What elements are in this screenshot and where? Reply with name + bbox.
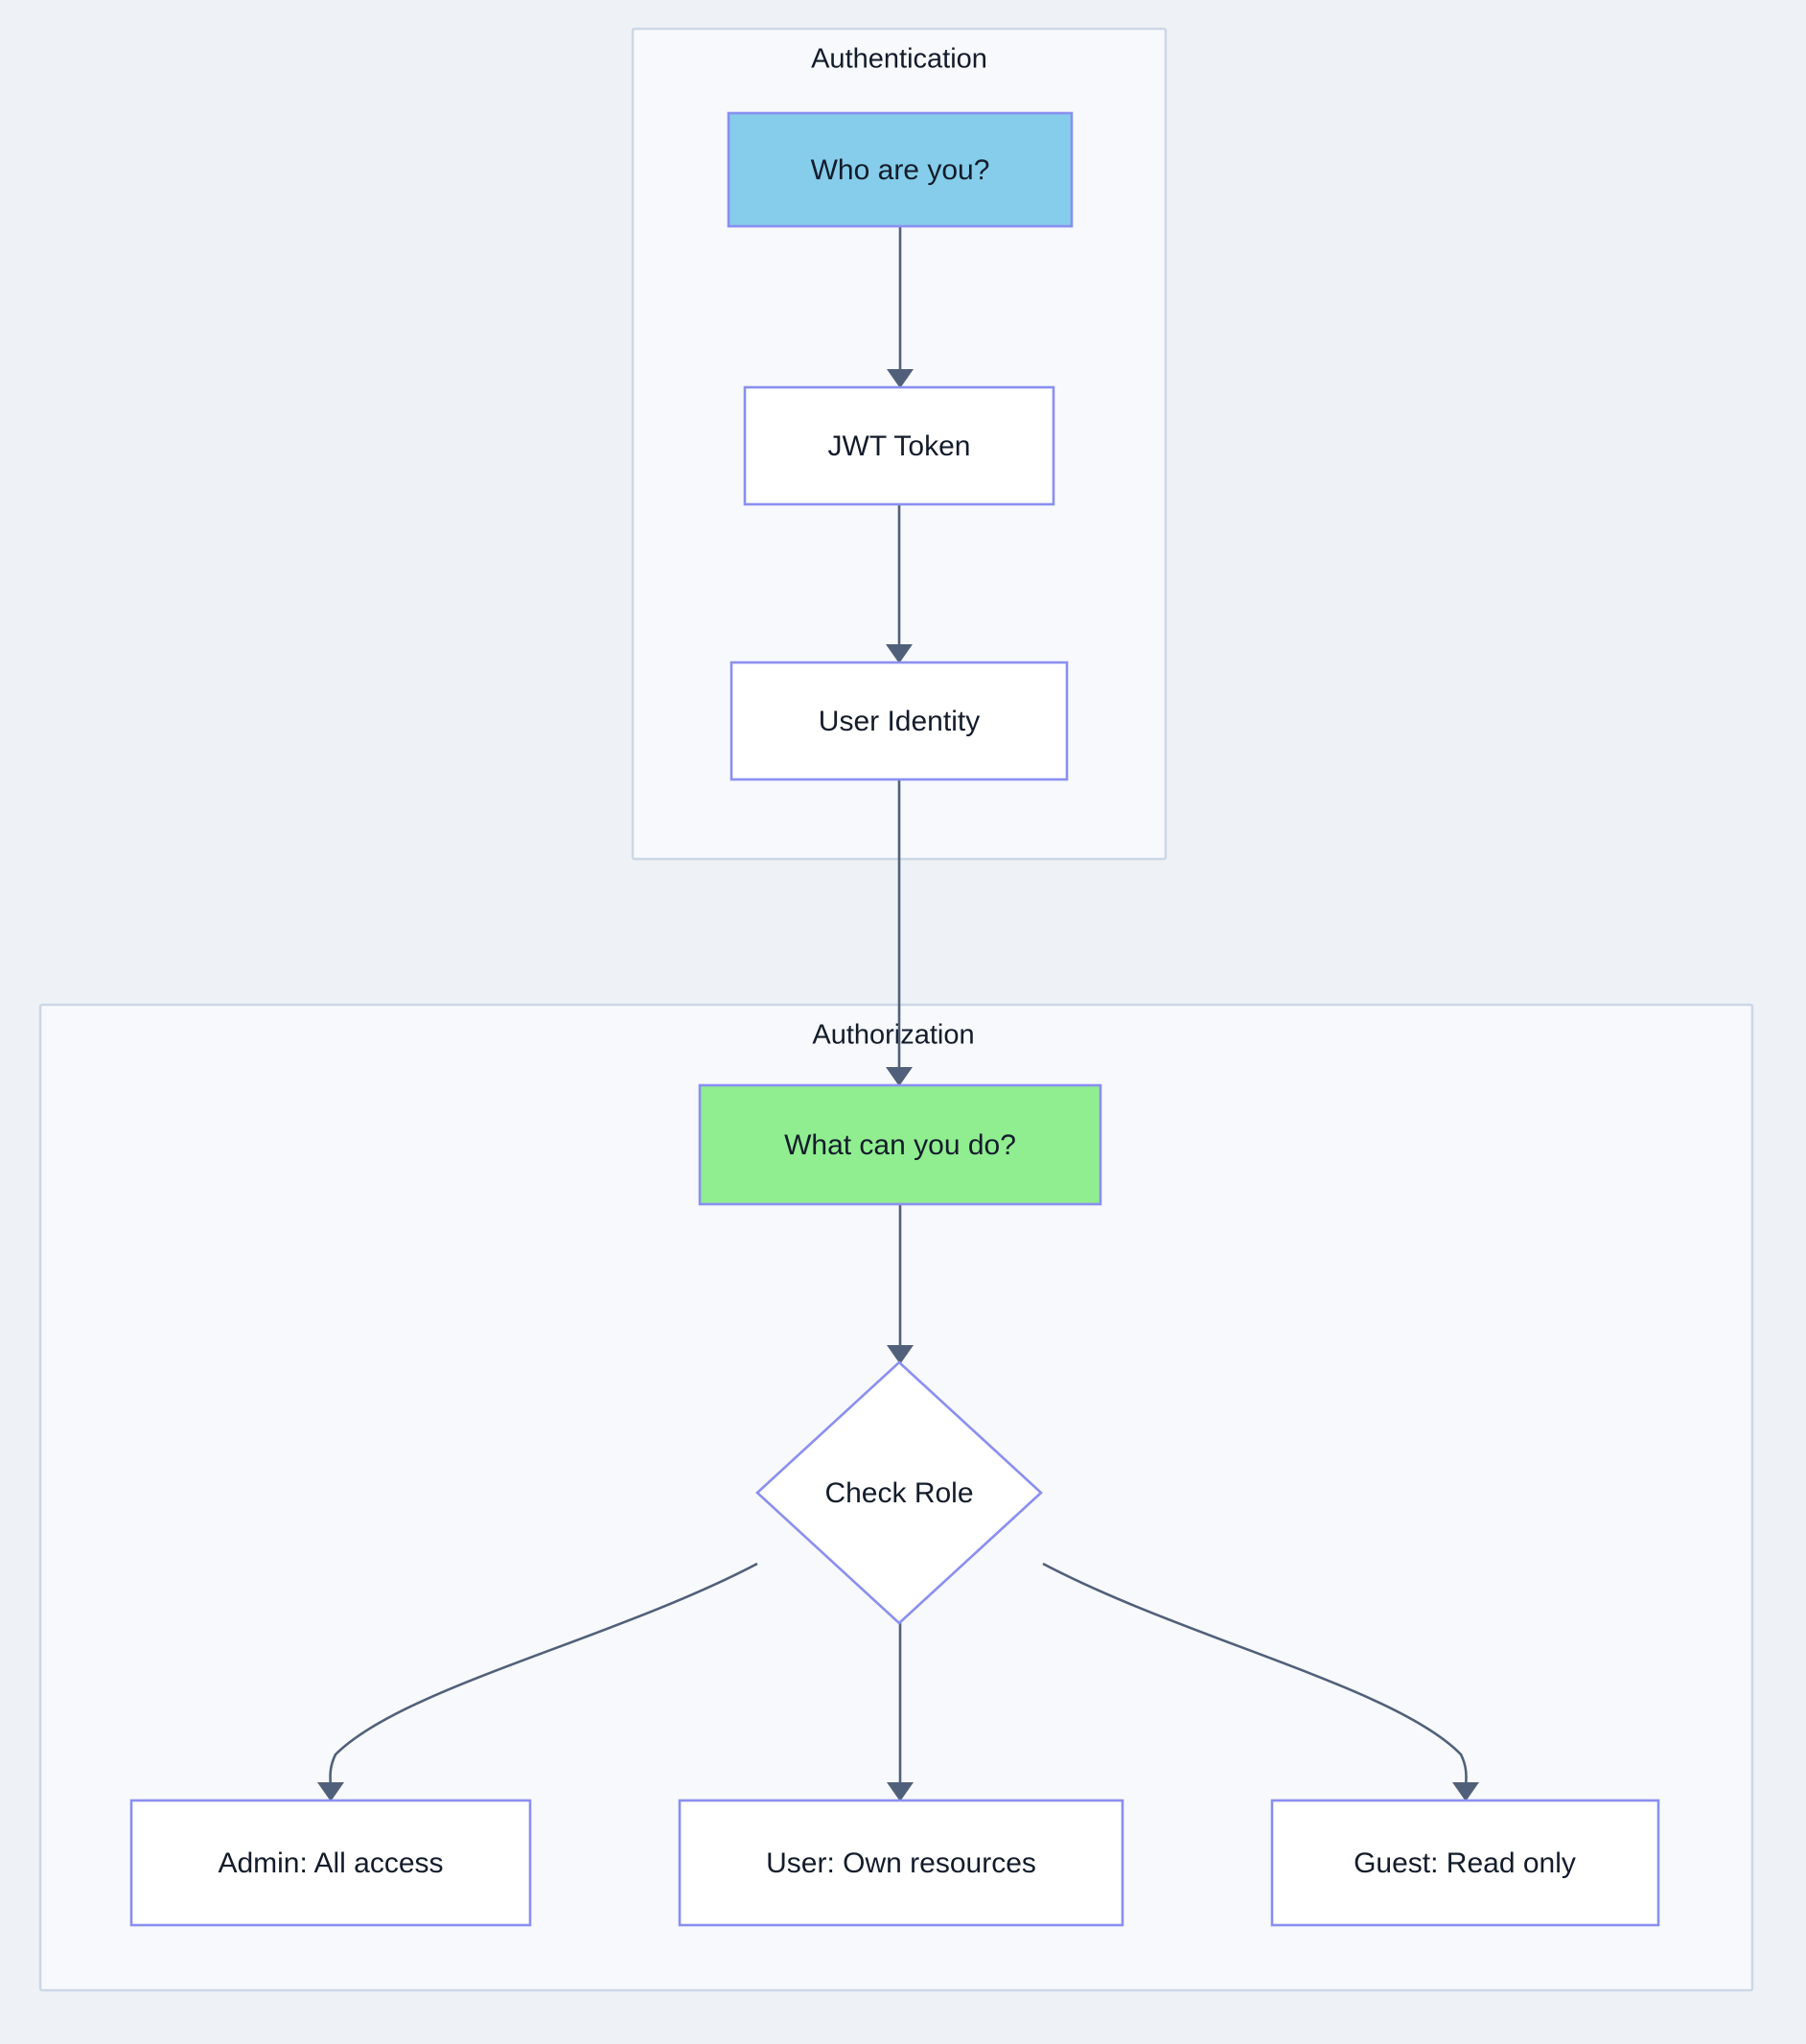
edge-checkrole-to-admin-path [329, 1562, 758, 1788]
node-admin-all-access[interactable]: Admin: All access [129, 1799, 532, 1927]
node-guest-read-only[interactable]: Guest: Read only [1270, 1799, 1660, 1927]
edge-whatcan-to-checkrole [887, 1204, 914, 1364]
node-guest-read-only-shape[interactable] [1270, 1799, 1660, 1927]
edge-checkrole-to-guest-arrowhead [1452, 1782, 1479, 1801]
node-what-can-you-do[interactable]: What can you do? [698, 1083, 1102, 1206]
edge-checkrole-to-admin [317, 1562, 758, 1801]
edge-checkrole-to-guest-path [1042, 1562, 1468, 1788]
node-user-own-resources-shape[interactable] [678, 1799, 1124, 1927]
edge-identity-to-whatcan-arrowhead [886, 1067, 913, 1086]
node-user-own-resources-label: User: Own resources [766, 1847, 1036, 1879]
node-who-are-you-label: Who are you? [811, 154, 990, 186]
node-check-role-label: Check Role [824, 1477, 973, 1509]
node-admin-all-access-shape[interactable] [129, 1799, 532, 1927]
nodes-layer: Who are you? JWT Token User Identity Wha… [129, 111, 1660, 1927]
edge-whatcan-to-checkrole-arrowhead [887, 1345, 914, 1364]
edge-jwt-to-identity [886, 504, 913, 663]
node-who-are-you-shape[interactable] [727, 111, 1074, 228]
edge-checkrole-to-guest [1042, 1562, 1479, 1801]
node-check-role[interactable]: Check Role [755, 1360, 1043, 1625]
node-admin-all-access-label: Admin: All access [218, 1847, 443, 1879]
edge-jwt-to-identity-arrowhead [886, 644, 913, 663]
edges-layer [317, 226, 1479, 1801]
node-user-identity[interactable]: User Identity [729, 661, 1069, 781]
edge-who-to-jwt [887, 226, 914, 388]
node-user-identity-shape[interactable] [729, 661, 1069, 781]
edge-checkrole-to-user-arrowhead [887, 1782, 914, 1801]
node-jwt-token-shape[interactable] [743, 385, 1055, 506]
node-what-can-you-do-shape[interactable] [698, 1083, 1102, 1206]
edge-checkrole-to-user [887, 1623, 914, 1801]
edge-identity-to-whatcan [886, 779, 913, 1086]
cluster-authorization-label: Authorization [812, 1020, 974, 1051]
cluster-authentication-label: Authentication [811, 44, 987, 75]
node-user-identity-label: User Identity [819, 706, 980, 737]
node-check-role-shape[interactable] [755, 1360, 1043, 1625]
edge-who-to-jwt-arrowhead [887, 369, 914, 388]
node-jwt-token-label: JWT Token [828, 430, 971, 462]
node-who-are-you[interactable]: Who are you? [727, 111, 1074, 228]
node-jwt-token[interactable]: JWT Token [743, 385, 1055, 506]
node-guest-read-only-label: Guest: Read only [1354, 1847, 1576, 1879]
edge-checkrole-to-admin-arrowhead [317, 1782, 344, 1801]
node-what-can-you-do-label: What can you do? [784, 1129, 1016, 1161]
node-user-own-resources[interactable]: User: Own resources [678, 1799, 1124, 1927]
